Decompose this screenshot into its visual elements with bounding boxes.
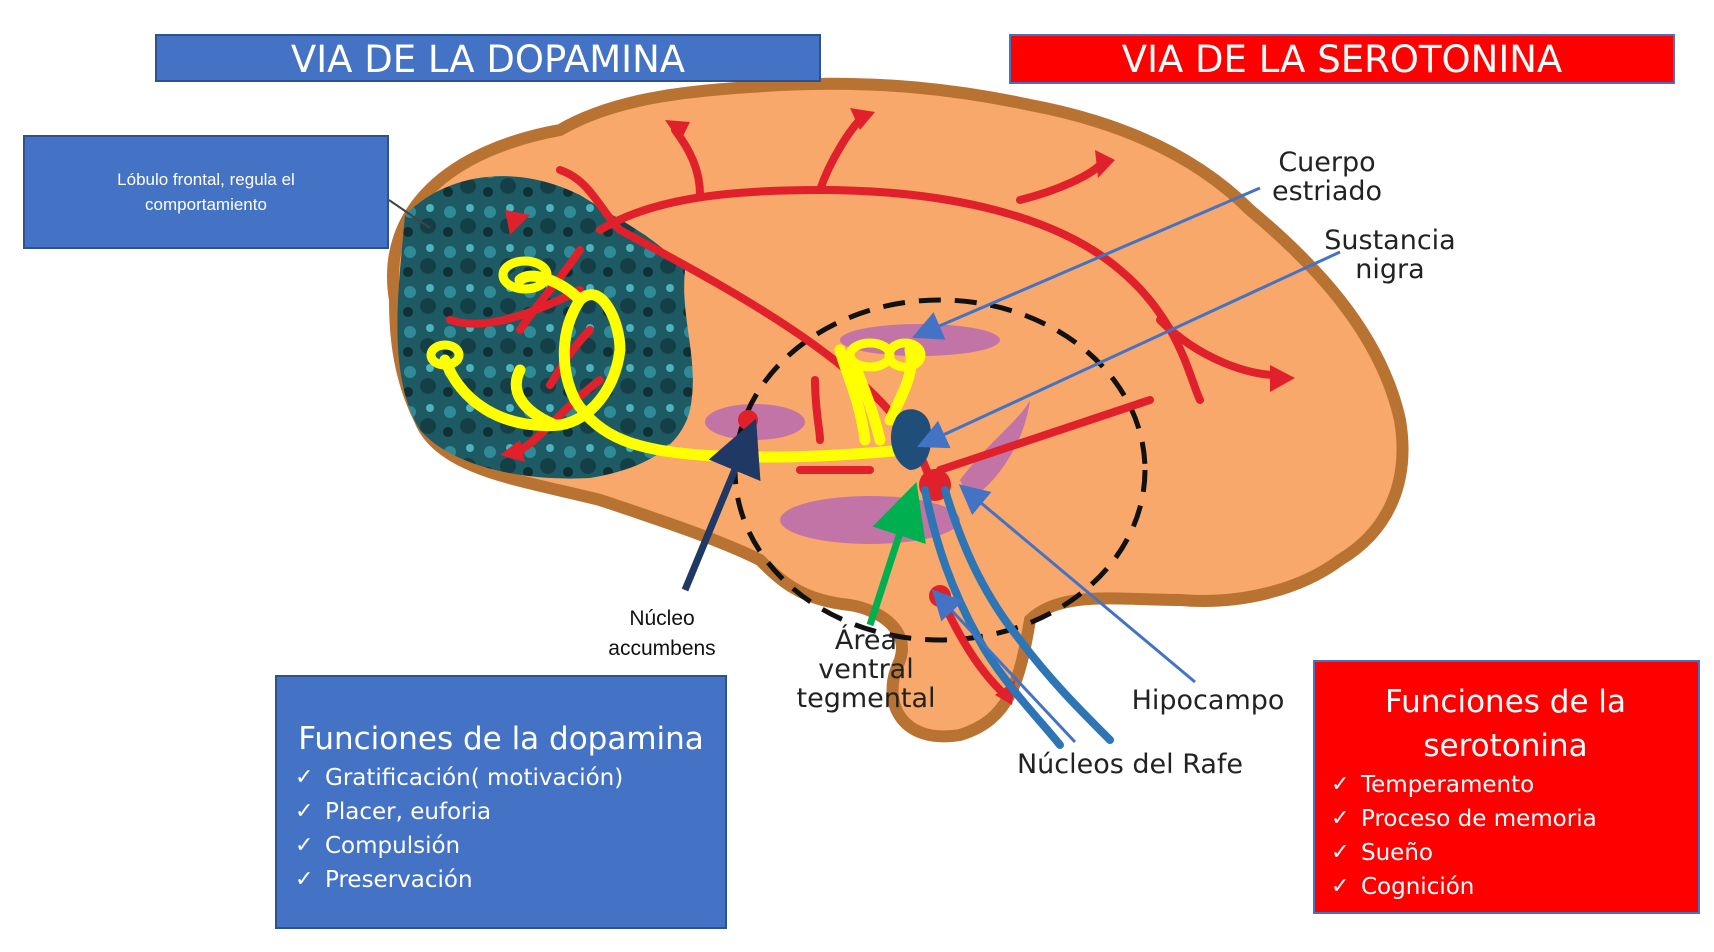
serotonin-functions-box: Funciones de la serotonina ✓ Temperamento…	[1313, 660, 1700, 914]
list-item: ✓ Placer, euforia	[295, 795, 725, 829]
dopamine-functions-box: Funciones de la dopamina ✓ Gratificación(…	[275, 675, 727, 929]
label-sustancia-nigra: Sustancia nigra	[1310, 226, 1470, 284]
label-line: Área	[834, 625, 898, 656]
title-line: Funciones de la	[1385, 684, 1626, 720]
dopamine-loops	[426, 256, 926, 372]
list-item: ✓ Temperamento	[1331, 768, 1698, 802]
list-item: ✓ Compulsión	[295, 829, 725, 863]
pointer-nucleo-accumbens	[681, 418, 761, 592]
list-item: ✓ Cognición	[1331, 870, 1698, 904]
label-hipocampo: Hipocampo	[1131, 685, 1285, 716]
pointer-area-ventral	[866, 482, 926, 627]
dopamine-pathway-banner: VIA DE LA DOPAMINA	[155, 34, 821, 82]
label-line: Sustancia	[1324, 225, 1456, 256]
dopamine-functions-title: Funciones de la dopamina	[298, 721, 704, 757]
label-nucleo-accumbens: Núcleo accumbens	[592, 604, 732, 664]
list-item-text: Placer, euforia	[325, 799, 492, 825]
list-item-text: Sueño	[1361, 840, 1433, 866]
list-item: ✓ Sueño	[1331, 836, 1698, 870]
check-icon: ✓	[295, 799, 314, 824]
pointer-rafe	[931, 589, 1077, 744]
list-item: ✓ Proceso de memoria	[1331, 802, 1698, 836]
serotonin-functions-title: Funciones de la serotonina	[1331, 680, 1680, 768]
raphe-pathways	[921, 486, 1114, 749]
list-item-text: Temperamento	[1361, 772, 1535, 798]
label-line: estriado	[1271, 176, 1383, 207]
check-icon: ✓	[1331, 840, 1350, 865]
list-item-text: Preservación	[325, 867, 473, 893]
dopamine-functions-list: ✓ Gratificación( motivación) ✓ Placer, euf…	[295, 761, 725, 897]
list-item-text: Cognición	[1361, 874, 1475, 900]
dopamine-pathways	[439, 270, 917, 463]
pointer-frontal-lobe	[388, 199, 431, 229]
check-icon: ✓	[1331, 806, 1350, 831]
list-item-text: Compulsión	[325, 833, 461, 859]
list-item-text: Gratificación( motivación)	[325, 765, 624, 791]
check-icon: ✓	[295, 833, 314, 858]
serotonin-functions-list: ✓ Temperamento ✓ Proceso de memoria ✓ Sueño…	[1331, 768, 1698, 904]
label-line: nigra	[1355, 254, 1425, 285]
label-cuerpo-estriado: Cuerpo estriado	[1262, 148, 1392, 206]
check-icon: ✓	[295, 867, 314, 892]
list-item-text: Proceso de memoria	[1361, 806, 1597, 832]
label-line: Núcleo	[629, 607, 695, 630]
label-line: tegmental	[796, 683, 936, 714]
label-line: accumbens	[608, 637, 716, 660]
label-area-ventral-tegmental: Área ventral tegmental	[786, 626, 946, 713]
check-icon: ✓	[295, 765, 314, 790]
pointer-hipocampo	[958, 484, 1196, 684]
list-item: ✓ Preservación	[295, 863, 725, 897]
frontal-lobe-text: Lóbulo frontal, regula el comportamiento	[117, 170, 295, 214]
label-line: Cuerpo	[1278, 147, 1376, 178]
title-line: serotonina	[1423, 728, 1588, 764]
label-nucleos-rafe: Núcleos del Rafe	[1016, 749, 1244, 780]
label-line: ventral	[818, 654, 914, 685]
pointer-sustancia-nigra	[917, 250, 1341, 449]
frontal-lobe-callout: Lóbulo frontal, regula el comportamiento	[23, 135, 389, 249]
check-icon: ✓	[1331, 874, 1350, 899]
serotonin-pathway-banner: VIA DE LA SEROTONINA	[1009, 34, 1675, 84]
check-icon: ✓	[1331, 772, 1350, 797]
list-item: ✓ Gratificación( motivación)	[295, 761, 725, 795]
pointer-cuerpo-estriado	[911, 186, 1261, 340]
